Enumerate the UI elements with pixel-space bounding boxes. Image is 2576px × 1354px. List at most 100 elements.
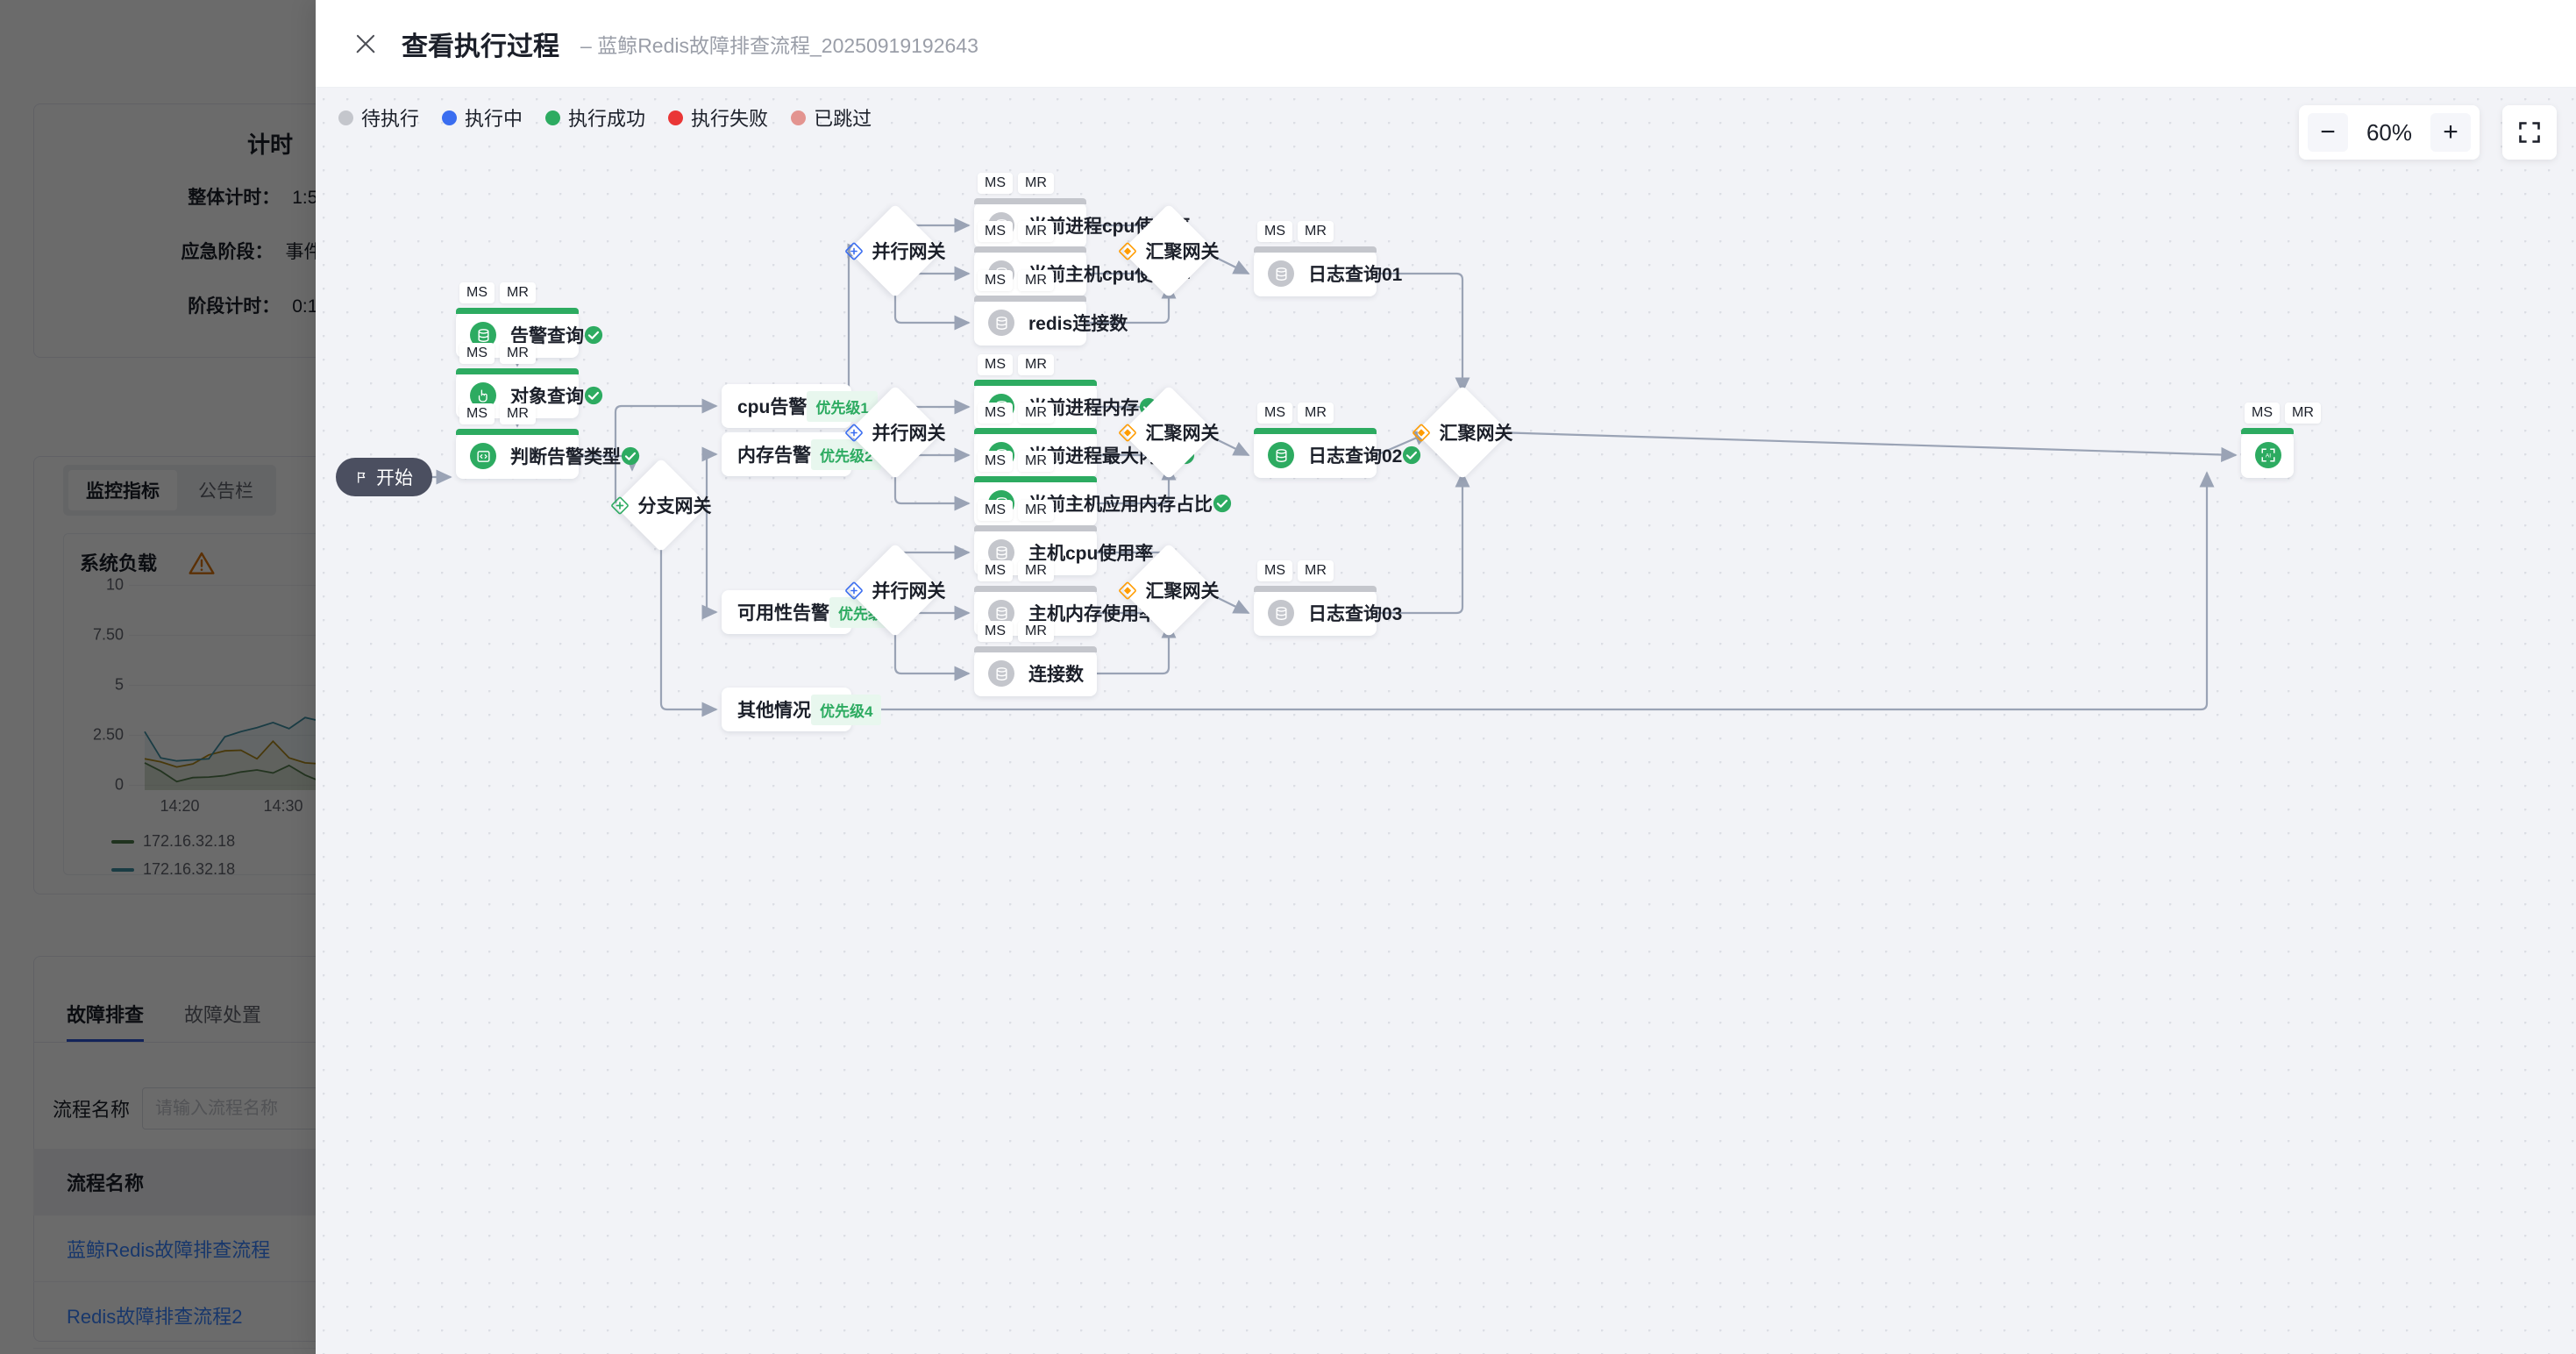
database-icon <box>1275 606 1287 620</box>
badge-ms: MS <box>1257 221 1292 243</box>
badge-mr: MR <box>1298 221 1334 243</box>
condition-card[interactable]: 其他情况优先级4 <box>722 688 882 731</box>
converge-gateway-icon <box>1119 581 1136 599</box>
status-badge-success <box>1402 445 1421 465</box>
flow-node-g_conv_2[interactable]: 汇聚网关 <box>1090 385 1248 480</box>
legend-item-failed: 执行失败 <box>668 103 768 132</box>
task-card[interactable]: 判断告警类型 <box>456 429 640 479</box>
flow-node-g_par_2[interactable]: 并行网关 <box>816 385 974 480</box>
task-label: 告警查询 <box>510 326 584 346</box>
fit-screen-button[interactable] <box>2502 105 2557 160</box>
modal-title: 查看执行过程 <box>402 32 559 61</box>
database-icon <box>995 545 1007 559</box>
condition-card[interactable]: 内存告警优先级2 <box>722 432 882 476</box>
flow-edge <box>1097 622 1177 675</box>
click-icon <box>478 388 487 403</box>
badge-mr: MR <box>2285 403 2321 424</box>
flow-node-g_par_3[interactable]: 并行网关 <box>816 543 974 638</box>
code-icon <box>470 443 496 469</box>
flow-node-c_other[interactable]: 其他情况优先级4 <box>722 688 882 731</box>
flow-node-t_log_01[interactable]: MS MR 日志查询01 <box>1254 221 1402 296</box>
legend-item-skipped: 已跳过 <box>791 103 872 132</box>
badge-ms: MS <box>459 403 495 425</box>
badge-mr: MR <box>1018 270 1054 292</box>
task-card[interactable]: AI <box>2241 428 2294 478</box>
flow-node-g_par_1[interactable]: 并行网关 <box>816 203 974 298</box>
task-card[interactable]: 日志查询03 <box>1254 586 1402 636</box>
check-circle-icon <box>1213 494 1232 513</box>
check-circle-icon <box>584 325 603 345</box>
flow-node-c_cpu[interactable]: cpu告警优先级1 <box>722 384 878 428</box>
legend-label-skipped: 已跳过 <box>814 108 872 130</box>
modal-dim-overlay[interactable] <box>0 0 316 1354</box>
flow-node-g_conv_3[interactable]: 汇聚网关 <box>1090 543 1248 638</box>
parallel-gateway-icon <box>845 424 863 441</box>
badge-ms: MS <box>978 621 1013 643</box>
status-badge-success <box>621 446 640 466</box>
task-card[interactable]: 连接数 <box>974 646 1097 696</box>
task-label: 判断告警类型 <box>510 447 621 467</box>
flow-node-start-label: 开始 <box>376 468 413 488</box>
check-circle-icon <box>621 446 640 466</box>
task-label: 连接数 <box>1028 665 1084 685</box>
flow-canvas[interactable]: 待执行 执行中 执行成功 执行失败 已跳过 − 60% + <box>316 88 2576 1354</box>
condition-label: 内存告警 <box>737 445 811 466</box>
badge-mr: MR <box>500 343 536 365</box>
flow-node-g_conv_4[interactable]: 汇聚网关 <box>1384 385 1541 480</box>
legend-label-running: 执行中 <box>465 108 523 130</box>
gateway-label: 并行网关 <box>872 242 946 262</box>
task-label: 日志查询01 <box>1308 265 1403 285</box>
flag-icon <box>358 471 366 483</box>
code-icon <box>476 450 490 462</box>
badge-ms: MS <box>978 451 1013 473</box>
condition-card[interactable]: cpu告警优先级1 <box>722 384 878 428</box>
legend-label-pending: 待执行 <box>361 108 420 130</box>
database-icon <box>1275 448 1287 462</box>
zoom-out-button[interactable]: − <box>2308 113 2348 152</box>
badge-mr: MR <box>1018 621 1054 643</box>
status-badge-success <box>1213 494 1232 513</box>
flow-node-start[interactable]: 开始 <box>336 458 432 496</box>
badge-mr: MR <box>1018 500 1054 522</box>
flow-edge <box>893 624 971 681</box>
svg-text:AI: AI <box>2266 453 2272 460</box>
badge-mr: MR <box>500 282 536 304</box>
flow-node-c_avail[interactable]: 可用性告警优先级3 <box>722 590 900 634</box>
badge-ms: MS <box>978 221 1013 243</box>
task-card[interactable]: redis连接数 <box>974 296 1128 346</box>
modal-subtitle: – 蓝鲸Redis故障排查流程_20250919192643 <box>580 29 978 59</box>
task-card[interactable]: 日志查询01 <box>1254 246 1402 296</box>
task-label: 当前进程最大内存 <box>1028 446 1176 467</box>
flow-node-g_branch[interactable]: 分支网关 <box>582 458 740 552</box>
task-card[interactable]: 日志查询02 <box>1254 428 1421 478</box>
branch-gateway-icon <box>611 496 629 514</box>
flow-node-g_conv_1[interactable]: 汇聚网关 <box>1090 203 1248 298</box>
badge-mr: MR <box>1298 403 1334 424</box>
badge-ms: MS <box>978 354 1013 376</box>
zoom-in-button[interactable]: + <box>2430 113 2471 152</box>
condition-card[interactable]: 可用性告警优先级3 <box>722 590 900 634</box>
flow-edge <box>1495 431 2238 463</box>
node-badges: MS MR <box>1257 221 1334 243</box>
task-label: 日志查询03 <box>1308 604 1403 624</box>
gateway-label: 汇聚网关 <box>1145 424 1220 444</box>
flow-node-c_mem[interactable]: 内存告警优先级2 <box>722 432 882 476</box>
modal-subtitle-text: 蓝鲸Redis故障排查流程_20250919192643 <box>597 33 978 57</box>
gateway-label: 汇聚网关 <box>1145 581 1220 602</box>
task-label: 主机内存使用率 <box>1028 604 1157 624</box>
modal-header: 查看执行过程 – 蓝鲸Redis故障排查流程_20250919192643 <box>316 0 2576 88</box>
close-icon[interactable] <box>351 29 381 59</box>
condition-label: 其他情况 <box>737 701 811 721</box>
